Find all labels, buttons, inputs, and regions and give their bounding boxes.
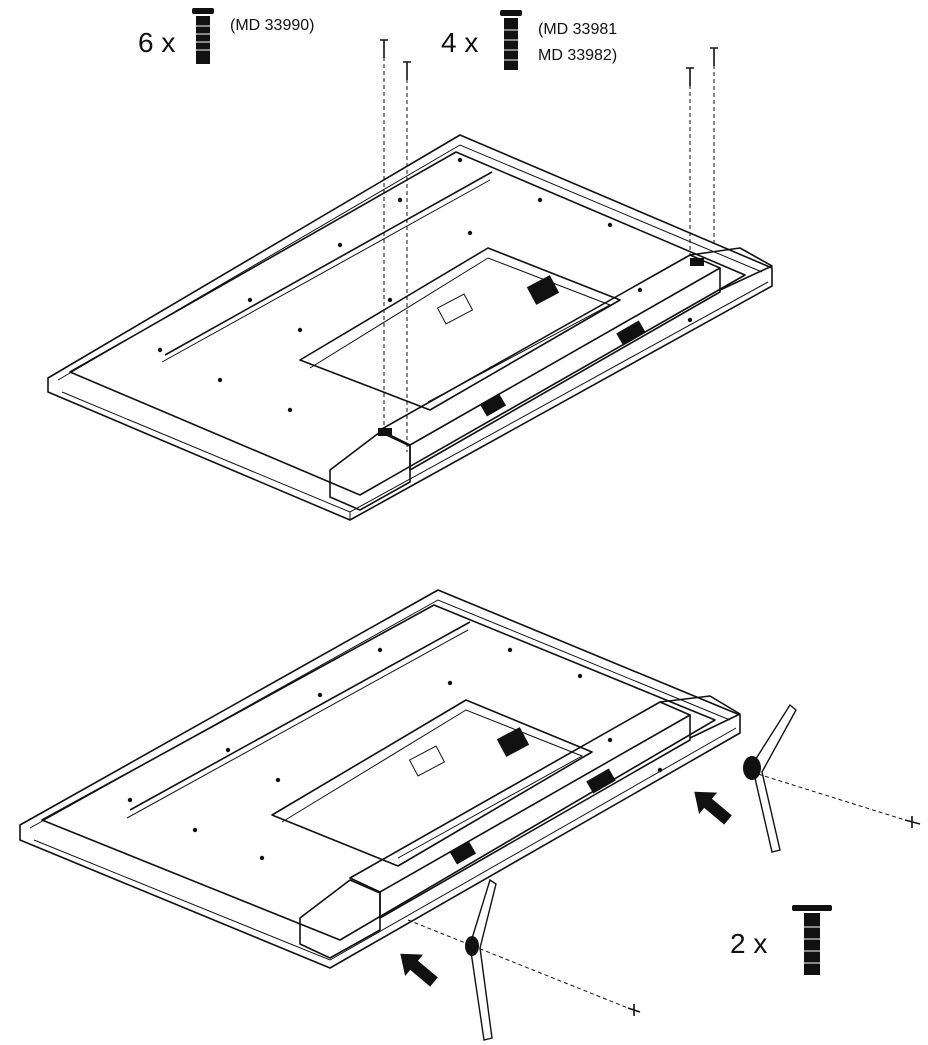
screw-guides-left xyxy=(380,39,411,452)
screw-b-part-line2: MD 33982) xyxy=(538,47,617,64)
tv-back-panel xyxy=(47,134,773,521)
screw-b-quantity: 4 x xyxy=(441,27,478,58)
screw-icon xyxy=(500,10,522,70)
screw-b-part-line1: (MD 33981 xyxy=(538,21,617,38)
screw-a-quantity: 6 x xyxy=(138,27,175,58)
step1-group: 6 x (MD 33990) 4 x (MD 33981 MD 33982) xyxy=(47,8,773,521)
tv-back-panel xyxy=(19,589,741,969)
insert-arrow-icon xyxy=(694,791,732,825)
screw-guides-right xyxy=(686,47,718,255)
screw-a-part-number: (MD 33990) xyxy=(230,17,314,34)
screw-icon xyxy=(792,905,832,975)
stand-leg xyxy=(743,703,921,853)
step2-group: 2 x xyxy=(19,589,921,1041)
screw-c-quantity: 2 x xyxy=(730,928,767,959)
screw-icon xyxy=(192,8,214,64)
stand-leg xyxy=(407,878,641,1041)
insert-arrow-icon xyxy=(400,953,438,987)
